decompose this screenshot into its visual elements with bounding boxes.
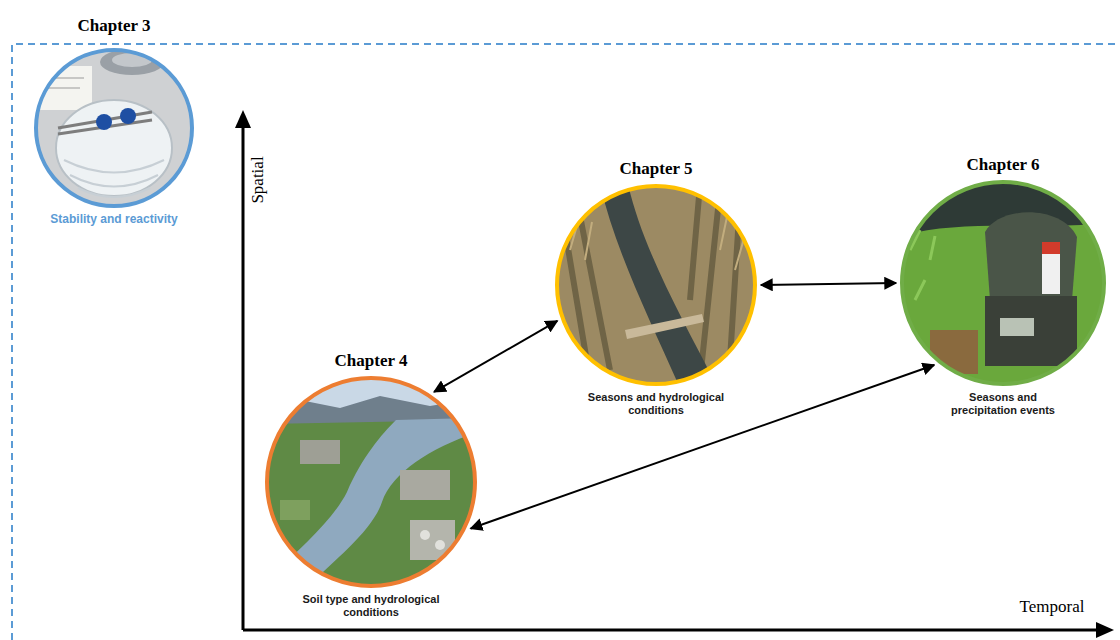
axis-label: Temporal	[1020, 597, 1085, 617]
chapter-caption: Seasons and hydrological conditions	[574, 391, 739, 417]
chapter-heading: Chapter 3	[78, 16, 151, 36]
chapter-heading: Chapter 5	[620, 159, 693, 179]
chapter-caption: Seasons and precipitation events	[941, 391, 1066, 417]
lab-photo	[30, 44, 200, 214]
circle-border	[267, 378, 475, 586]
double-arrow	[761, 283, 896, 285]
chapter-heading: Chapter 4	[335, 351, 408, 371]
chapter-circle: Chapter 4Soil type and hydrological cond…	[265, 376, 477, 588]
river-aerial-photo	[252, 375, 478, 592]
circle-outline	[265, 376, 477, 588]
axis-label: Spatial	[248, 156, 268, 203]
chapter-caption: Soil type and hydrological conditions	[284, 593, 459, 619]
chapter-circle: Chapter 6Seasons and precipitation event…	[900, 180, 1106, 386]
circle-outline	[900, 180, 1106, 386]
chapter-caption: Stability and reactivity	[24, 213, 204, 226]
circle-border	[902, 182, 1104, 384]
circle-outline	[555, 184, 757, 386]
dashed-frame	[12, 44, 1120, 640]
field-sampler-photo	[899, 179, 1107, 387]
ditch-photo	[554, 183, 758, 388]
chapter-circle: Chapter 3Stability and reactivity	[34, 48, 194, 208]
circle-outline	[34, 48, 194, 208]
chapter-circle: Chapter 5Seasons and hydrological condit…	[555, 184, 757, 386]
double-arrow	[434, 321, 557, 392]
chapter-heading: Chapter 6	[967, 155, 1040, 175]
axes	[235, 110, 1114, 638]
circle-border	[36, 50, 192, 206]
double-arrow	[471, 365, 935, 529]
circle-border	[557, 186, 755, 384]
